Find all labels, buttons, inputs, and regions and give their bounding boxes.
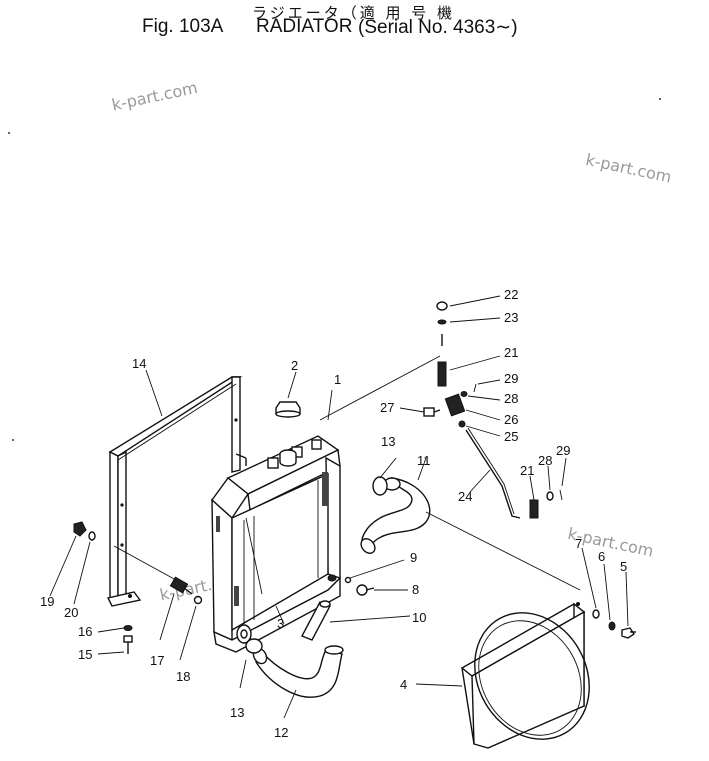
callout-28a: 28 (504, 391, 518, 406)
bolt-5 (621, 627, 636, 639)
fan-shroud (460, 602, 590, 749)
bolt-27 (423, 407, 441, 417)
callout-6: 6 (598, 549, 605, 564)
hose-clamp-upper (372, 476, 388, 496)
callout-4: 4 (400, 677, 407, 692)
washer-6 (608, 621, 616, 631)
callout-16: 16 (78, 624, 92, 639)
callout-29b: 29 (556, 443, 570, 458)
figure-number: Fig. 103A (142, 16, 224, 37)
washer-16 (123, 625, 133, 631)
radiator-core (211, 435, 341, 653)
callout-17: 17 (150, 653, 164, 668)
washer-9 (344, 576, 352, 584)
callout-5: 5 (620, 559, 627, 574)
callout-11: 11 (417, 453, 431, 468)
callout-15: 15 (78, 647, 92, 662)
callout-10: 10 (412, 610, 426, 625)
callout-7: 7 (575, 536, 582, 551)
callout-14: 14 (132, 356, 146, 371)
upper-radiator-hose (360, 477, 431, 554)
callout-23: 23 (504, 310, 518, 325)
callout-13a: 13 (381, 434, 395, 449)
diagram-title: RADIATOR (256, 16, 353, 37)
callout-8: 8 (412, 582, 419, 597)
title-japanese: ラジエータ（適 用 号 機 (252, 4, 456, 22)
callout-22: 22 (504, 287, 518, 302)
bolt-8 (356, 584, 375, 596)
bolt-15 (123, 635, 133, 654)
callout-21a: 21 (504, 345, 518, 360)
shroud-guard-frame (106, 376, 247, 607)
gasket-18 (193, 595, 203, 605)
callout-24: 24 (458, 489, 472, 504)
callout-27: 27 (380, 400, 394, 415)
callout-18: 18 (176, 669, 190, 684)
callout-2: 2 (291, 358, 298, 373)
leader-lines (49, 295, 629, 719)
washer-7 (592, 609, 600, 619)
callout-9: 9 (410, 550, 417, 565)
vent-assembly (423, 301, 563, 519)
callout-20: 20 (64, 605, 78, 620)
nut-19 (73, 521, 87, 537)
callout-25: 25 (504, 429, 518, 444)
callout-3: 3 (277, 616, 284, 631)
callout-1: 1 (334, 372, 341, 387)
drain-valve-17 (169, 576, 193, 595)
drain-pipe (301, 600, 331, 641)
callout-labels: 1 2 3 4 5 6 7 8 9 10 11 12 13 13 14 15 1… (40, 287, 627, 740)
callout-21b: 21 (520, 463, 534, 478)
callout-29a: 29 (504, 371, 518, 386)
callout-12: 12 (274, 725, 288, 740)
radiator-cap (275, 401, 301, 418)
hose-clamp-lower (245, 638, 263, 654)
callout-13b: 13 (230, 705, 244, 720)
serial-range: (Serial No. 4363∼) (358, 17, 518, 38)
lower-radiator-hose (252, 645, 344, 698)
callout-26: 26 (504, 412, 518, 427)
washer-20 (88, 531, 96, 541)
callout-19: 19 (40, 594, 54, 609)
callout-28b: 28 (538, 453, 552, 468)
